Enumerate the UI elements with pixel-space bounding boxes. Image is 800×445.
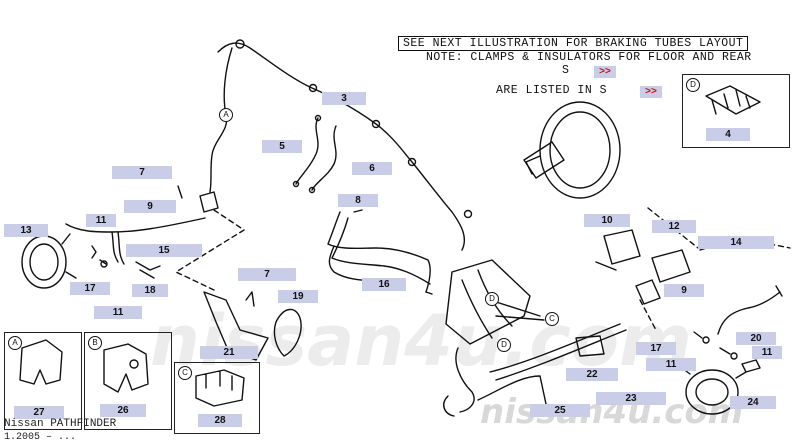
brake-tube-main (217, 42, 466, 251)
part-23[interactable]: 23 (596, 392, 666, 405)
part-17-right[interactable]: 17 (636, 342, 676, 355)
detail-box-b (84, 332, 172, 430)
part-20[interactable]: 20 (736, 332, 776, 345)
callout-b-detail: B (88, 336, 102, 350)
part-8[interactable]: 8 (338, 194, 378, 207)
part-11-left-top[interactable]: 11 (86, 214, 116, 227)
part-10[interactable]: 10 (584, 214, 630, 227)
note-s: S (562, 64, 570, 77)
part-7-mid[interactable]: 7 (238, 268, 296, 281)
detail-box-c (174, 362, 260, 434)
detail-box-d (682, 74, 790, 148)
footer-model: Nissan PATHFINDER (4, 418, 117, 430)
part-27[interactable]: 27 (14, 406, 64, 419)
note-listed: ARE LISTED IN S (496, 84, 608, 97)
part-21[interactable]: 21 (200, 346, 258, 359)
part-14[interactable]: 14 (698, 236, 774, 249)
part-25[interactable]: 25 (530, 404, 590, 417)
part-9-right[interactable]: 9 (664, 284, 704, 297)
note-see-next: SEE NEXT ILLUSTRATION FOR BRAKING TUBES … (398, 36, 749, 51)
part-3[interactable]: 3 (322, 92, 366, 105)
callout-c-detail: C (178, 366, 192, 380)
part-22[interactable]: 22 (566, 368, 618, 381)
callout-a-tube: A (219, 108, 233, 122)
part-11-right-a[interactable]: 11 (646, 358, 696, 371)
detail-box-a (4, 332, 82, 430)
callout-a-detail: A (8, 336, 22, 350)
part-13[interactable]: 13 (4, 224, 48, 237)
part-24[interactable]: 24 (730, 396, 776, 409)
part-4[interactable]: 4 (706, 128, 750, 141)
next-link-2[interactable]: >> (640, 86, 662, 98)
part-16[interactable]: 16 (362, 278, 406, 291)
part-9-left[interactable]: 9 (124, 200, 176, 213)
part-26[interactable]: 26 (100, 404, 146, 417)
callout-d-detail: D (686, 78, 700, 92)
part-11-right-b[interactable]: 11 (752, 346, 782, 359)
part-12[interactable]: 12 (652, 220, 696, 233)
callout-c-master: C (545, 312, 559, 326)
part-18[interactable]: 18 (132, 284, 168, 297)
note-clamps: NOTE: CLAMPS & INSULATORS FOR FLOOR AND … (426, 51, 752, 64)
part-17-left[interactable]: 17 (70, 282, 110, 295)
footer-date: 1.2005 – ... (4, 432, 77, 443)
part-7-top[interactable]: 7 (112, 166, 172, 179)
callout-d-lower: D (497, 338, 511, 352)
next-link-1[interactable]: >> (594, 66, 616, 78)
callout-d-master: D (485, 292, 499, 306)
part-11-left-bottom[interactable]: 11 (94, 306, 142, 319)
part-28[interactable]: 28 (198, 414, 242, 427)
part-6[interactable]: 6 (352, 162, 392, 175)
part-5[interactable]: 5 (262, 140, 302, 153)
part-19[interactable]: 19 (278, 290, 318, 303)
part-15[interactable]: 15 (126, 244, 202, 257)
